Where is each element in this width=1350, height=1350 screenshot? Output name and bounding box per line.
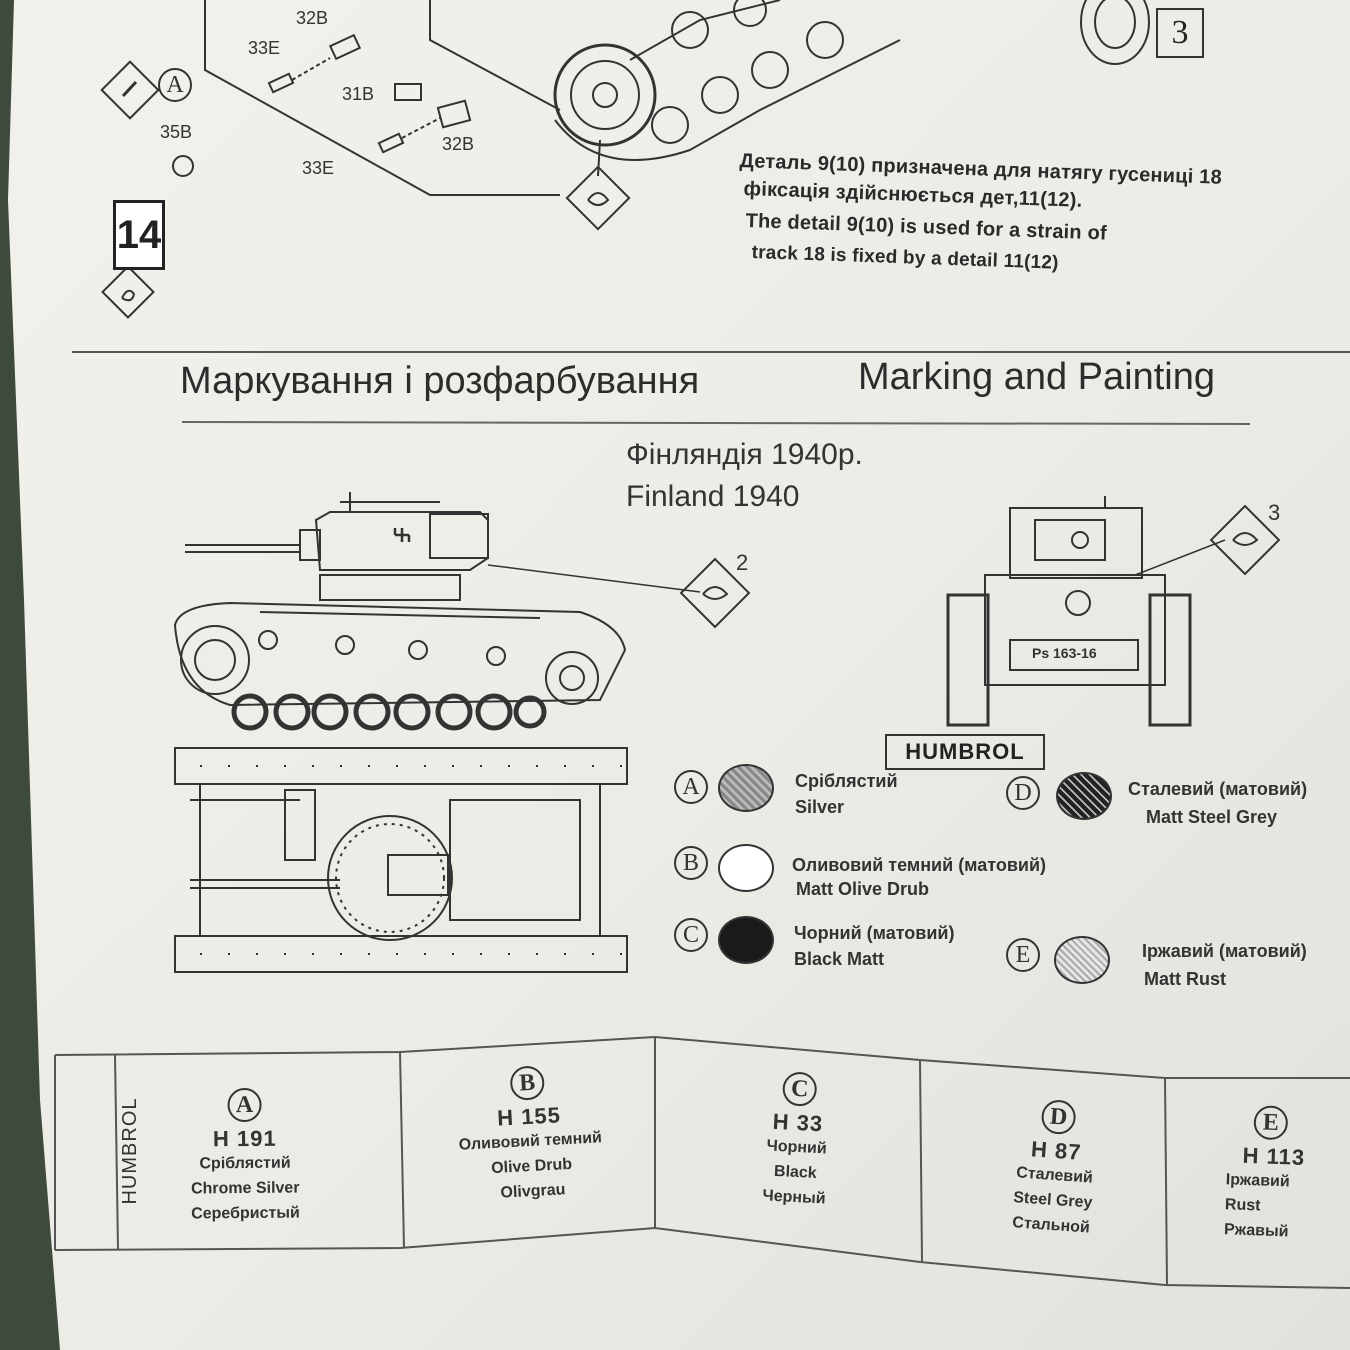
paint-letter: E bbox=[1253, 1105, 1289, 1141]
humbrol-label: HUMBROL bbox=[885, 734, 1045, 770]
paint-column-e: E H 113 Іржавий Rust Ржавый bbox=[1210, 1104, 1345, 1246]
paint-column-c: C H 33 Чорний Black Черный bbox=[709, 1068, 886, 1215]
legend-letter: D bbox=[1006, 776, 1040, 810]
section-title-en: Marking and Painting bbox=[858, 356, 1215, 398]
paint-column-a: A H 191 Сріблястий Chrome Silver Серебри… bbox=[149, 1087, 340, 1227]
swatch-olive-drub bbox=[718, 844, 774, 892]
paint-marker-icon bbox=[100, 60, 160, 120]
swatch-silver bbox=[718, 764, 774, 812]
paint-letter: C bbox=[781, 1071, 818, 1107]
legend-label-ua: Оливовий темний (матовий) bbox=[792, 855, 1047, 875]
callout-a: A bbox=[158, 68, 192, 102]
legend-label-en: Matt Rust bbox=[1144, 969, 1226, 989]
legend-letter: C bbox=[674, 918, 708, 952]
legend-letter: E bbox=[1006, 938, 1040, 972]
part-label: 33E bbox=[248, 38, 281, 58]
paint-letter: D bbox=[1040, 1098, 1077, 1136]
step-3-box: 3 bbox=[1156, 8, 1204, 58]
swatch-rust bbox=[1054, 936, 1110, 984]
paint-name-ru: Ржавый bbox=[1223, 1221, 1289, 1241]
decal-number: 3 bbox=[1268, 500, 1281, 525]
paint-name-ru: Серебристый bbox=[191, 1204, 300, 1223]
legend-label-ua: Іржавий (матовий) bbox=[1142, 941, 1307, 961]
table-brand-label: HUMBROL bbox=[119, 1097, 141, 1205]
track-assembly bbox=[553, 0, 1150, 161]
legend-label-en: Black Matt bbox=[794, 949, 885, 969]
assembly-frame-lines bbox=[204, 0, 560, 196]
legend-label-ua: Сталевий (матовий) bbox=[1128, 779, 1308, 799]
part-label: 31B bbox=[342, 84, 375, 104]
paint-letter: A bbox=[227, 1087, 262, 1123]
tank-front-view bbox=[946, 496, 1226, 727]
paint-code: H 191 bbox=[212, 1125, 277, 1152]
legend-label-en: Silver bbox=[795, 797, 845, 817]
swatch-steel-grey bbox=[1056, 772, 1112, 820]
paint-letter: B bbox=[509, 1065, 546, 1101]
tank-side-view bbox=[173, 492, 701, 731]
assembly-parts bbox=[172, 33, 472, 177]
legend-label-en: Matt Olive Drub bbox=[796, 879, 930, 899]
legend-label-ua: Сріблястий bbox=[795, 771, 898, 791]
section-title-ua: Маркування і розфарбування bbox=[180, 360, 700, 402]
scheme-title-en: Finland 1940 bbox=[626, 480, 800, 513]
scheme-title-ua: Фінляндія 1940р. bbox=[626, 438, 863, 471]
paint-marker-icon bbox=[101, 265, 155, 319]
part-label: 32B bbox=[442, 134, 475, 154]
legend-letter: A bbox=[674, 770, 708, 804]
decal-marker-icon bbox=[565, 165, 631, 231]
step-number: 14 bbox=[113, 200, 165, 270]
swatch-black bbox=[718, 916, 774, 964]
tank-top-view bbox=[174, 747, 628, 973]
decal-2-marker-icon bbox=[679, 557, 751, 629]
legend-label-en: Matt Steel Grey bbox=[1146, 807, 1278, 827]
part-label: 32B bbox=[296, 8, 329, 28]
paint-column-b: B H 155 Оливовий темний Olive Drub Olivg… bbox=[427, 1061, 634, 1209]
legend-label-ua: Чорний (матовий) bbox=[794, 923, 955, 943]
paint-table-lines bbox=[54, 1035, 1350, 1289]
decal-number: 2 bbox=[736, 550, 749, 575]
paint-column-d: D H 87 Сталевий Steel Grey Стальной bbox=[970, 1095, 1139, 1244]
decal-3-marker-icon bbox=[1209, 504, 1281, 576]
part-label: 33E bbox=[302, 158, 335, 178]
registration-plate: Ps 163-16 bbox=[1032, 645, 1097, 661]
paint-name-ua: Сріблястий bbox=[199, 1154, 291, 1173]
paint-name-en: Chrome Silver bbox=[190, 1179, 300, 1198]
part-label: 35B bbox=[160, 122, 193, 142]
paint-code: H 113 bbox=[1242, 1142, 1306, 1170]
heading-underline bbox=[181, 421, 1251, 425]
legend-letter: B bbox=[674, 846, 708, 880]
